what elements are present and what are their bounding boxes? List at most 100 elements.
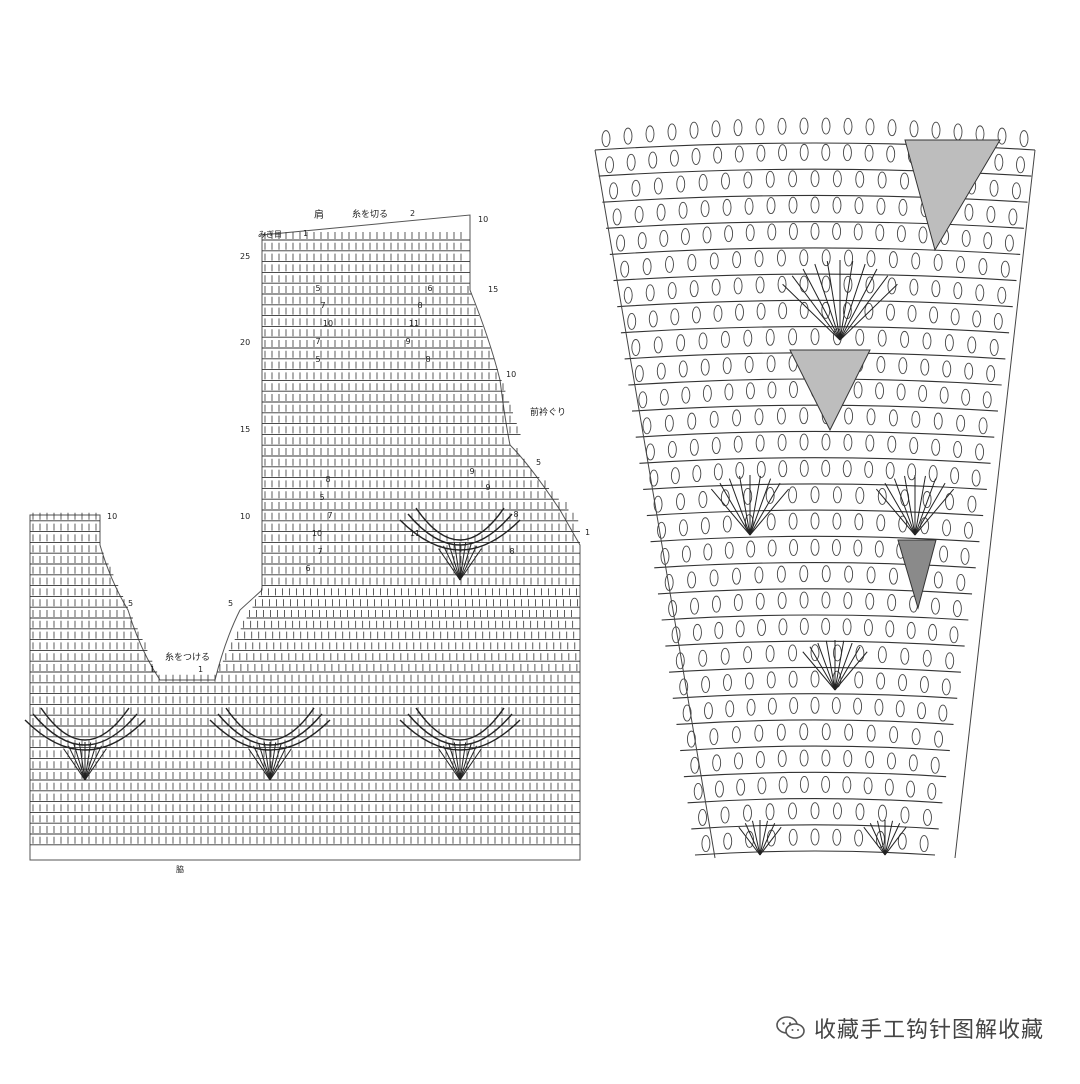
chain-oval [956, 574, 966, 591]
chain-oval [944, 334, 954, 352]
chain-oval [1000, 260, 1010, 278]
fan-stitch [759, 823, 776, 856]
chain-oval [933, 254, 943, 271]
chain-oval [842, 776, 852, 794]
chain-oval [911, 252, 921, 270]
chain-oval [911, 410, 921, 428]
chain-oval [777, 592, 787, 609]
chain-oval [1008, 208, 1018, 226]
chain-oval [920, 358, 930, 376]
fan-stitch [884, 823, 901, 856]
chain-oval [865, 592, 875, 610]
chain-oval [821, 275, 831, 293]
chain-oval [821, 143, 831, 161]
chain-oval [766, 671, 776, 689]
row-line [694, 850, 936, 856]
chain-oval [720, 806, 730, 824]
chain-oval [659, 388, 669, 406]
chain-oval [853, 539, 863, 557]
fan-stitch [817, 642, 836, 691]
fan-stitch [710, 488, 751, 536]
chain-oval [703, 543, 713, 561]
fan-stitch [459, 548, 482, 581]
chain-count: 8 [417, 301, 422, 310]
chain-oval [777, 117, 787, 135]
chain-oval [745, 224, 755, 242]
mark-2: 2 [410, 209, 415, 218]
chain-oval [821, 565, 831, 583]
fan-stitch [719, 482, 751, 536]
chain-oval [799, 565, 809, 583]
chain-oval [967, 495, 977, 513]
chain-oval [931, 597, 940, 615]
chain-oval [853, 223, 863, 241]
row-number: 5 [128, 599, 133, 608]
fan-stitch [839, 260, 854, 341]
chain-oval [788, 170, 798, 188]
fan-stitch [751, 820, 761, 856]
chain-oval [997, 127, 1007, 145]
chain-oval [928, 623, 938, 641]
chain-oval [723, 674, 732, 691]
chain-count: 8 [425, 355, 430, 364]
fan-stitch [749, 475, 761, 536]
pineapple-arc [225, 707, 315, 741]
chain-count: 7 [320, 301, 325, 310]
chain-oval [939, 545, 949, 563]
chain-oval [620, 260, 630, 278]
row-line [639, 457, 991, 464]
chain-oval [911, 728, 921, 746]
chain-oval [687, 571, 697, 589]
chain-oval [864, 460, 874, 478]
chain-oval [810, 328, 820, 346]
chain-oval [810, 696, 820, 714]
fan-stitch [459, 545, 477, 581]
pineapple-arc [415, 707, 505, 741]
chain-oval [626, 153, 636, 171]
chain-oval [866, 408, 876, 426]
chain-oval [765, 803, 775, 821]
shaded-motif [897, 539, 937, 610]
chain-oval [799, 143, 809, 161]
chain-oval [648, 151, 658, 169]
chain-oval [909, 120, 919, 138]
fan-stitch [782, 283, 841, 341]
fan-stitch [884, 820, 894, 856]
row-line [657, 588, 973, 595]
chain-oval [888, 251, 898, 269]
chain-oval [788, 328, 798, 346]
chain-oval [887, 435, 897, 453]
chain-oval [778, 618, 788, 636]
row-line [661, 614, 969, 621]
fan-stitch [84, 745, 102, 781]
row-line [669, 666, 961, 673]
chain-oval [733, 435, 743, 453]
chain-oval [821, 459, 831, 477]
chain-oval [642, 417, 652, 435]
row-line [613, 273, 1017, 282]
chain-oval [776, 407, 786, 425]
chain-oval [743, 646, 753, 664]
chain-oval [906, 621, 916, 639]
chain-oval [821, 117, 831, 135]
chain-oval [942, 519, 952, 537]
chain-oval [895, 700, 905, 718]
shaded-motif [789, 349, 871, 432]
chain-oval [733, 277, 743, 295]
fan-stitch [739, 475, 751, 536]
chart-edge [954, 149, 1036, 859]
chain-oval [961, 388, 971, 406]
fan-stitch [459, 745, 477, 781]
chain-oval [832, 486, 842, 504]
fan-stitch [443, 745, 461, 781]
chain-oval [953, 123, 963, 141]
fan-stitch [84, 742, 92, 781]
chain-oval [623, 286, 633, 304]
chain-oval [908, 754, 918, 772]
chain-oval [698, 173, 708, 191]
pineapple-arc [24, 719, 146, 751]
chain-oval [956, 414, 966, 432]
chain-oval [799, 591, 809, 609]
fan-stitch [438, 548, 461, 581]
